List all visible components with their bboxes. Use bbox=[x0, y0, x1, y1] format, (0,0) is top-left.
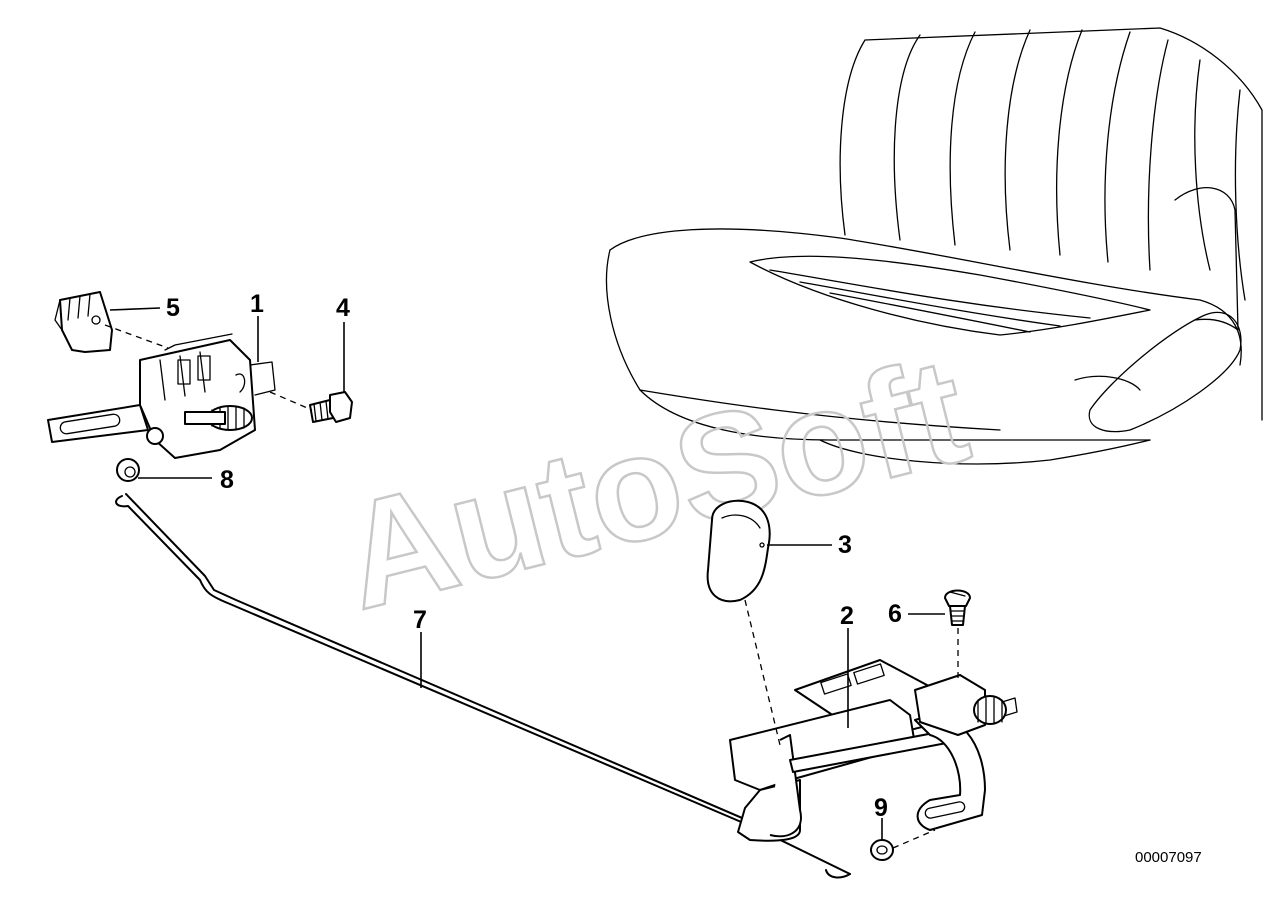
release-lever-part bbox=[729, 659, 1018, 842]
handle-knob-part bbox=[706, 500, 771, 603]
screw-part bbox=[944, 589, 971, 626]
callout-3: 3 bbox=[838, 531, 852, 559]
leader-line bbox=[109, 307, 161, 311]
latch-bracket-part bbox=[47, 333, 276, 459]
assembly-line bbox=[744, 599, 781, 746]
document-number: 00007097 bbox=[1135, 849, 1202, 866]
callout-6: 6 bbox=[888, 600, 902, 628]
callout-2: 2 bbox=[840, 602, 854, 630]
callout-5: 5 bbox=[166, 294, 180, 322]
bolt-part bbox=[309, 391, 353, 423]
callout-4: 4 bbox=[336, 294, 350, 322]
assembly-line bbox=[892, 829, 936, 849]
grommet-part bbox=[116, 458, 140, 482]
callout-8: 8 bbox=[220, 466, 234, 494]
callout-1: 1 bbox=[250, 290, 264, 318]
connecting-rod-part bbox=[115, 493, 851, 879]
watermark-text: AutoSoft bbox=[327, 325, 982, 641]
grommet-lower-part bbox=[870, 839, 894, 861]
seat-illustration bbox=[605, 27, 1263, 465]
assembly-line bbox=[104, 324, 169, 349]
callout-9: 9 bbox=[874, 794, 888, 822]
callout-7: 7 bbox=[413, 606, 427, 634]
clip-nut-part bbox=[54, 291, 113, 353]
assembly-line bbox=[269, 391, 313, 411]
